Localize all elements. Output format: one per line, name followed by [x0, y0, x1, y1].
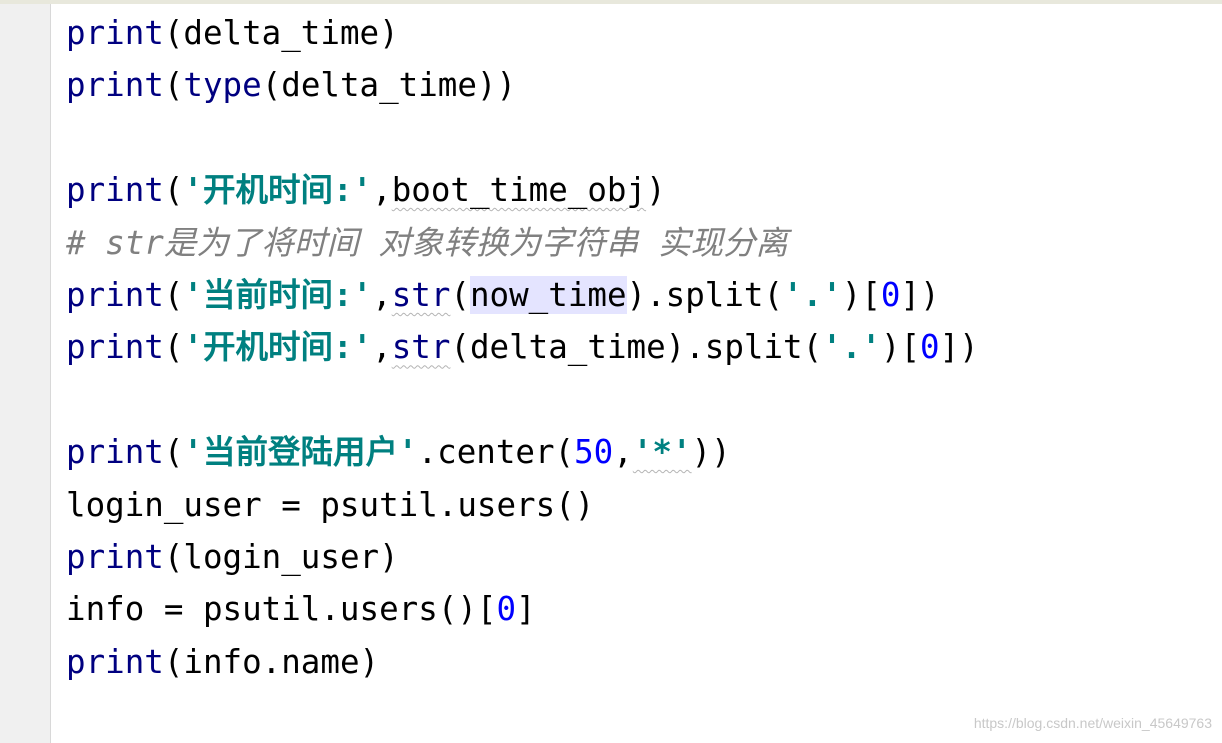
number-literal: 50 — [574, 433, 614, 472]
code-line-10[interactable]: login_user = psutil.users() — [66, 483, 1222, 535]
code-token: (delta_time) — [163, 14, 399, 52]
number-literal: 0 — [920, 328, 940, 367]
code-line-11[interactable]: print(login_user) — [66, 535, 1222, 587]
string-literal: '.' — [783, 275, 842, 314]
string-literal: '当前时间:' — [183, 275, 373, 314]
code-token: ( — [163, 66, 184, 105]
code-token: ]) — [939, 328, 979, 367]
code-token: , — [372, 275, 392, 314]
string-literal: '.' — [822, 328, 881, 367]
code-token: .center( — [417, 433, 575, 472]
code-line-9[interactable]: print('当前登陆用户'.center(50,'*')) — [66, 430, 1222, 482]
string-literal: '*' — [632, 433, 692, 472]
builtin-str: str — [391, 275, 451, 314]
code-token: )) — [691, 433, 731, 472]
builtin-print: print — [66, 537, 164, 576]
code-line-12[interactable]: info = psutil.users()[0] — [66, 587, 1222, 639]
code-line-1[interactable]: print(delta_time) — [66, 11, 1222, 63]
code-token: ( — [163, 433, 184, 472]
builtin-print: print — [66, 433, 164, 472]
code-line-4[interactable]: print('开机时间:',boot_time_obj) — [66, 168, 1222, 220]
builtin-print: print — [66, 14, 164, 52]
highlighted-identifier: now_time — [469, 275, 627, 314]
code-token: ( — [163, 171, 184, 210]
number-literal: 0 — [496, 590, 517, 629]
code-token: ( — [163, 328, 184, 367]
code-token: , — [372, 328, 392, 367]
builtin-print: print — [66, 171, 164, 210]
line-number-gutter[interactable] — [0, 4, 51, 743]
code-token: ( — [163, 275, 184, 314]
builtin-print: print — [66, 275, 164, 314]
code-token: info = psutil.users()[ — [66, 590, 497, 629]
code-token: )[ — [880, 328, 921, 367]
code-token: (delta_time).split( — [450, 328, 823, 367]
code-token: , — [372, 171, 392, 210]
code-token: (login_user) — [163, 537, 399, 576]
code-line-13[interactable]: print(info.name) — [66, 640, 1222, 692]
code-editor[interactable]: print(delta_time) print(type(delta_time)… — [66, 11, 1222, 743]
code-line-3[interactable] — [66, 116, 1222, 168]
code-line-5[interactable]: # str是为了将时间 对象转换为字符串 实现分离 — [66, 221, 1222, 273]
code-line-8[interactable] — [66, 378, 1222, 430]
string-literal: '当前登陆用户' — [183, 433, 418, 472]
code-token: (delta_time)) — [261, 66, 517, 105]
code-line-6[interactable]: print('当前时间:',str(now_time).split('.')[0… — [66, 273, 1222, 325]
code-token: login_user = psutil.users() — [66, 485, 595, 524]
number-literal: 0 — [880, 275, 901, 314]
watermark: https://blog.csdn.net/weixin_45649763 — [973, 715, 1212, 731]
code-token: )[ — [841, 275, 881, 314]
code-token: ).split( — [626, 275, 784, 314]
code-line-7[interactable]: print('开机时间:',str(delta_time).split('.')… — [66, 325, 1222, 377]
code-token: ] — [516, 590, 536, 629]
string-literal: '开机时间:' — [183, 171, 373, 210]
code-token: ( — [450, 275, 470, 314]
code-token: , — [613, 433, 633, 472]
code-token: ]) — [900, 275, 940, 314]
code-comment: # str是为了将时间 对象转换为字符串 实现分离 — [66, 223, 788, 262]
builtin-print: print — [66, 66, 164, 105]
string-literal: '开机时间:' — [183, 328, 373, 367]
identifier-boot-time-obj: boot_time_obj — [391, 171, 647, 210]
builtin-str: str — [391, 328, 451, 367]
code-line-2[interactable]: print(type(delta_time)) — [66, 63, 1222, 115]
editor-top-border — [0, 0, 1222, 4]
builtin-type: type — [183, 66, 262, 105]
builtin-print: print — [66, 328, 164, 367]
builtin-print: print — [66, 642, 164, 681]
code-token: ) — [646, 171, 666, 210]
code-token: (info.name) — [163, 642, 380, 681]
